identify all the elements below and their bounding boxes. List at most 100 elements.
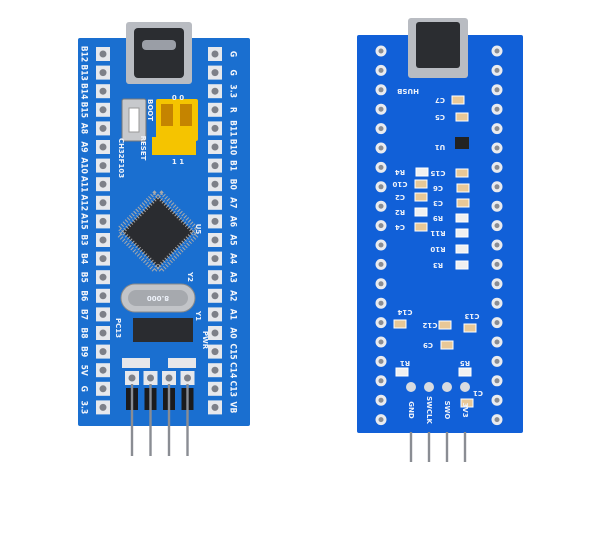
pin-hole	[378, 126, 384, 132]
pin-label-left: G	[79, 386, 89, 392]
header-pin	[149, 384, 152, 456]
pin-label-right: C14	[228, 362, 238, 378]
crystal-label: 8.000	[147, 294, 169, 302]
pin-hole	[378, 203, 384, 209]
pin-hole	[378, 106, 384, 112]
back-board: HUSBC7C5U1R4C10C2R2C4C15C6C3R9R11R10R3C1…	[357, 18, 523, 462]
pin-hole	[184, 374, 191, 382]
pin-hole	[494, 261, 500, 267]
pin-label-right: 3.3	[228, 84, 238, 98]
component-label: C1	[473, 389, 483, 397]
smd-component	[455, 260, 469, 270]
smd-component	[456, 183, 470, 193]
reset-button	[121, 98, 147, 142]
pin-hole	[494, 184, 500, 190]
component-label: R10	[430, 245, 445, 253]
pin-hole	[211, 310, 219, 318]
led-pwr	[168, 358, 196, 368]
pin-hole	[211, 255, 219, 263]
pin-hole	[494, 300, 500, 306]
pin-hole	[99, 348, 107, 356]
pin-hole	[378, 261, 384, 267]
u5-label: U5	[194, 224, 202, 235]
component-label: C2	[395, 193, 405, 201]
component-label: R1	[400, 359, 410, 367]
pin-label-right: C13	[228, 381, 238, 397]
component-label: R11	[430, 229, 445, 237]
pin-hole	[494, 87, 500, 93]
pin-hole	[128, 374, 136, 382]
pin-label-right: A7	[228, 197, 238, 208]
component-label: R9	[433, 214, 443, 222]
pin-hole	[99, 329, 107, 337]
pin-label-left: B6	[79, 290, 89, 301]
component-label: C3	[433, 199, 443, 207]
component-label: C14	[397, 308, 412, 316]
component-label: C15	[430, 169, 445, 177]
smd-component	[458, 367, 472, 377]
pin-hole	[211, 385, 219, 393]
voltage-regulator	[133, 318, 193, 342]
pin-hole	[494, 320, 500, 326]
pin-hole	[378, 67, 384, 73]
y2-label: Y2	[186, 271, 194, 282]
smd-component	[456, 198, 470, 208]
pin-label-right: C15	[228, 343, 238, 359]
component-label: R5	[460, 359, 470, 367]
pin-hole	[147, 374, 154, 382]
pin-label-right: G	[228, 51, 238, 57]
pin-hole	[99, 292, 107, 300]
boot-jumpers	[152, 99, 198, 155]
pin-hole	[99, 162, 107, 170]
pin-hole	[378, 300, 384, 306]
smd-component	[455, 112, 469, 122]
pin-hole	[211, 124, 219, 132]
pin-hole	[99, 310, 107, 318]
pin-hole	[99, 50, 107, 58]
pin-hole	[378, 358, 384, 364]
swd-pad	[442, 382, 452, 392]
pin-label-left: 3.3	[79, 401, 89, 415]
pin-label-left: B5	[79, 272, 89, 283]
pin-label-right: A0	[228, 327, 238, 338]
pin-label-right: A3	[228, 272, 238, 283]
smd-component	[395, 367, 409, 377]
smd-component	[455, 228, 469, 238]
pin-hole	[494, 417, 500, 423]
pin-label-left: B14	[79, 83, 89, 99]
component-label: U1	[435, 143, 446, 151]
pin-label-left: B12	[79, 46, 89, 62]
pin-hole	[211, 292, 219, 300]
crystal	[120, 283, 196, 313]
pin-hole	[378, 145, 384, 151]
swd-header-front	[125, 371, 195, 456]
pin-hole	[211, 87, 219, 95]
header-pin	[130, 384, 134, 456]
smd-component	[414, 222, 428, 232]
pin-hole	[211, 348, 219, 356]
usb-c-connector	[126, 22, 192, 84]
pin-hole	[99, 124, 107, 132]
jumper-top-label: 0 0	[172, 94, 184, 102]
pin-label-left: A9	[79, 141, 89, 152]
pin-hole	[211, 180, 219, 188]
pin-hole	[211, 162, 219, 170]
pin-hole	[494, 164, 500, 170]
pin-hole	[494, 67, 500, 73]
pin-label-right: B11	[228, 120, 238, 136]
pin-hole	[211, 143, 219, 151]
pin-label-right: A5	[228, 234, 238, 245]
header-pin	[167, 384, 171, 456]
pin-label-right: G	[228, 69, 238, 75]
pin-hole	[378, 242, 384, 248]
smd-component	[438, 320, 452, 330]
pin-hole	[211, 50, 219, 58]
jumper-bottom-label: 1 1	[172, 158, 184, 166]
swd-label: 3V3	[461, 402, 469, 417]
pin-hole	[99, 106, 107, 114]
smd-component	[393, 319, 407, 329]
pin-label-left: B7	[79, 309, 89, 320]
component-label: R3	[433, 261, 443, 269]
pin-hole	[494, 339, 500, 345]
pin-label-right: A1	[228, 309, 238, 320]
